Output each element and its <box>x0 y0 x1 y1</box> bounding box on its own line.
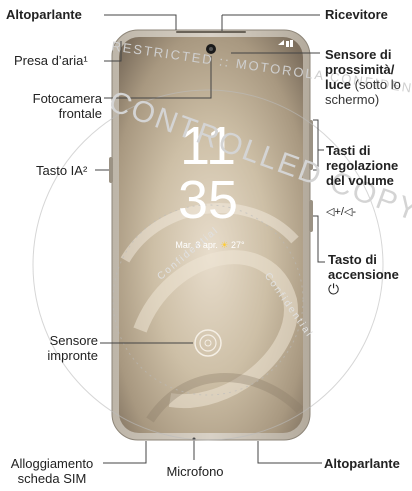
label-proximity: Sensore di prossimità/ luce (sotto lo sc… <box>325 47 411 107</box>
label-sim-tray: Alloggiamento scheda SIM <box>10 456 94 486</box>
label-bottom-speaker: Altoparlante <box>324 456 400 471</box>
lock-screen-temp: 27° <box>231 240 245 250</box>
power-icon: ⏻ <box>328 281 340 297</box>
label-air-vent: Presa d’aria¹ <box>14 53 88 68</box>
receiver-slit <box>176 31 246 33</box>
label-proximity-note: (sotto lo schermo) <box>325 77 401 107</box>
lock-screen-hour: 11 <box>179 116 237 176</box>
label-ai-key: Tasto IA² <box>36 163 88 178</box>
lock-screen-date: Mar. 3 apr. ☀ 27° <box>140 240 280 251</box>
fingerprint-sensor <box>194 329 222 357</box>
sun-icon: ☀ <box>220 240 229 250</box>
label-receiver: Ricevitore <box>325 7 388 22</box>
label-front-camera: Fotocamera frontale <box>32 91 102 121</box>
phone-screen <box>119 37 303 433</box>
ai-key-button <box>109 157 113 183</box>
volume-keys-button <box>309 120 313 170</box>
label-microphone: Microfono <box>166 464 224 479</box>
lock-screen-minute: 35 <box>177 170 239 230</box>
lock-screen-date-text: Mar. 3 apr. <box>175 240 218 250</box>
power-key-button <box>309 200 313 232</box>
label-proximity-title: Sensore di prossimità/ luce <box>325 47 395 92</box>
label-volume-keys: Tasti di regolazione del volume <box>326 143 399 188</box>
label-top-speaker: Altoparlante <box>6 7 82 22</box>
label-power-key: Tasto di accensione <box>328 252 399 282</box>
label-fingerprint: Sensore impronte <box>47 333 98 363</box>
label-volume-symbols: ◁+/◁- <box>326 206 357 218</box>
